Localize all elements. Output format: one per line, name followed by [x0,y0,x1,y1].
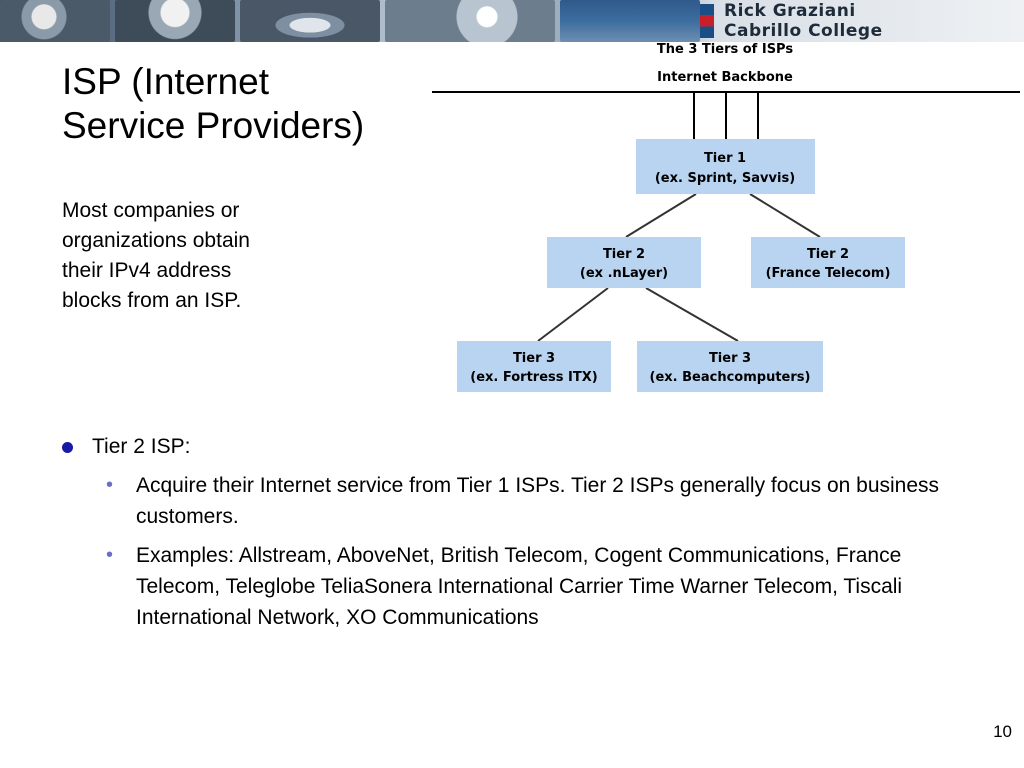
tier2b-example: (France Telecom) [766,266,891,281]
sub-bullet-icon: • [106,544,114,566]
tier3a-example: (ex. Fortress ITX) [470,370,597,385]
connector-tier2a-tier3a [537,287,609,342]
tier2a-example: (ex .nLayer) [580,266,668,281]
connector-tier1-tier2b [749,193,821,238]
slide-title-line-1: ISP (Internet [62,61,270,102]
tier3b-box [637,341,823,392]
bullet-sub-1-text: Acquire their Internet service from Tier… [136,474,940,528]
bullet-main: Tier 2 ISP: [62,432,962,462]
banner-photo-5 [560,0,700,42]
bullet-sub-2-text: Examples: Allstream, AboveNet, British T… [136,544,903,629]
college-logo-icon [700,4,714,38]
side-text-line-1: Most companies or [62,199,240,222]
tier2a-name: Tier 2 [603,247,645,262]
tier3a-box [457,341,611,392]
tier2a-box [547,237,701,288]
slide-title-line-2: Service Providers) [62,105,365,146]
side-text-line-3: their IPv4 address [62,259,232,282]
tier1-box [636,139,815,194]
slide-title: ISP (Internet Service Providers) [62,60,364,148]
banner-photo-1 [0,0,110,42]
banner-photo-4 [385,0,555,42]
tier3a-name: Tier 3 [513,351,555,366]
tier1-example: (ex. Sprint, Savvis) [655,171,795,186]
banner-author: Rick Graziani Cabrillo College [724,1,883,41]
sub-bullet-icon: • [106,474,114,496]
diagram-caption: The 3 Tiers of ISPs [657,42,793,57]
tier2b-box [751,237,905,288]
banner-photo-2 [115,0,235,42]
banner-college-name: Cabrillo College [724,21,883,41]
tier2b-name: Tier 2 [807,247,849,262]
banner-author-name: Rick Graziani [724,1,856,21]
bullet-main-text: Tier 2 ISP: [92,435,191,458]
connector-tier1-tier2a [625,193,697,238]
tier3b-name: Tier 3 [709,351,751,366]
connector-tier2a-tier3b [645,287,739,342]
bullet-sub-2: • Examples: Allstream, AboveNet, British… [106,540,962,633]
side-text-line-4: blocks from an ISP. [62,289,242,312]
page-number: 10 [993,722,1012,741]
bullet-dot-icon [62,442,73,453]
side-description: Most companies or organizations obtain t… [62,196,302,316]
bullet-sub-1: • Acquire their Internet service from Ti… [106,470,962,532]
diagram-backbone-label: Internet Backbone [657,70,793,85]
banner-photo-3 [240,0,380,42]
tier1-name: Tier 1 [704,151,746,166]
header-banner: Rick Graziani Cabrillo College [0,0,1024,42]
bullet-list: Tier 2 ISP: • Acquire their Internet ser… [62,432,962,633]
isp-tier-diagram: The 3 Tiers of ISPs Internet Backbone Ti… [432,42,1020,392]
side-text-line-2: organizations obtain [62,229,250,252]
tier3b-example: (ex. Beachcomputers) [650,370,811,385]
